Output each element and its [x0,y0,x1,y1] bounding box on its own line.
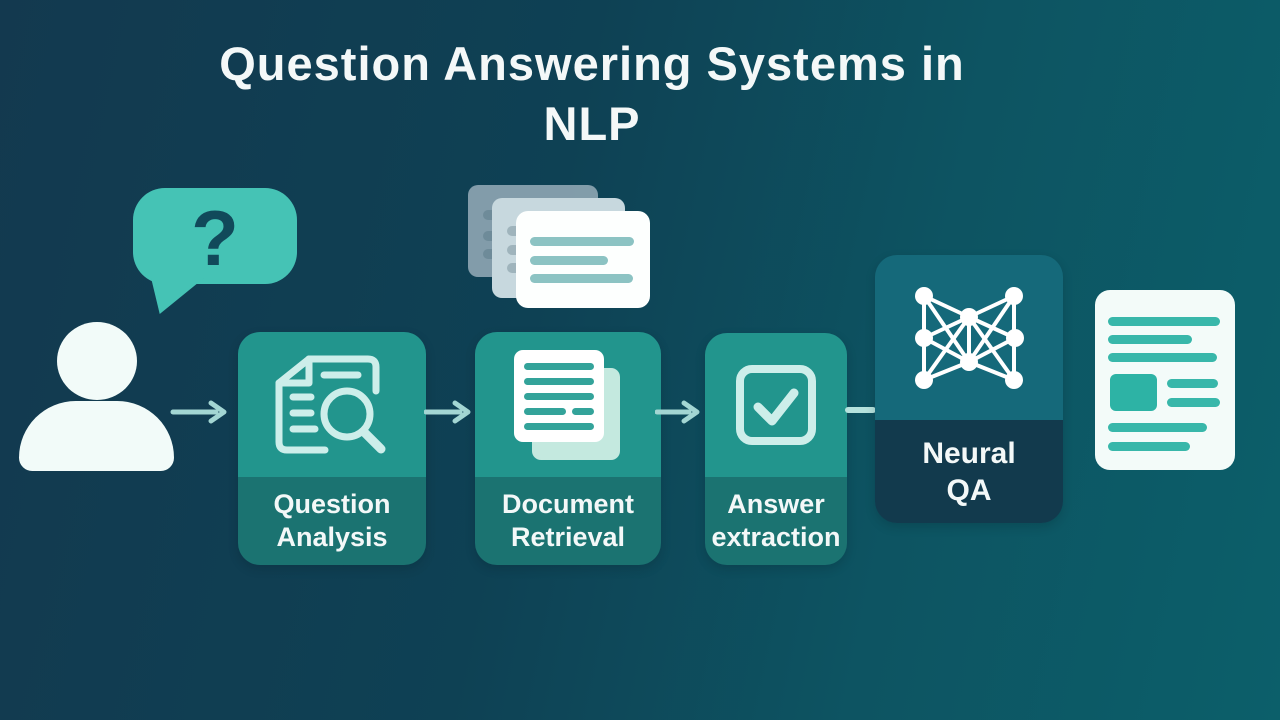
stage-label: Neural QA [875,420,1063,523]
page-title-line1: Question Answering Systems in [219,37,965,90]
page-title-line2: NLP [543,97,641,150]
document-search-icon [275,355,386,453]
page-title: Question Answering Systems in NLP [0,34,1184,154]
speech-bubble-question-icon [133,188,297,284]
checkbox-check-icon [736,365,816,445]
stacked-card-front [516,211,650,308]
result-document-icon [1095,290,1235,470]
stage-label: Question Analysis [238,477,426,565]
stage-neural-qa: Neural QA [875,255,1063,523]
documents-icon [514,349,622,460]
arrow-right-icon [170,400,227,424]
result-doc-image-block [1110,374,1157,411]
stage-question-analysis: Question Analysis [238,332,426,565]
connector-line [845,407,876,413]
person-body [19,401,174,471]
stage-label: Answer extraction [705,477,847,565]
arrow-right-icon [655,400,700,424]
stage-document-retrieval: Document Retrieval [475,332,661,565]
person-head [57,322,137,400]
neural-network-icon [915,286,1024,389]
arrow-right-icon [424,400,471,424]
stage-answer-extraction: Answer extraction [705,333,847,565]
stage-label: Document Retrieval [475,477,661,565]
question-mark: ? [191,194,239,282]
